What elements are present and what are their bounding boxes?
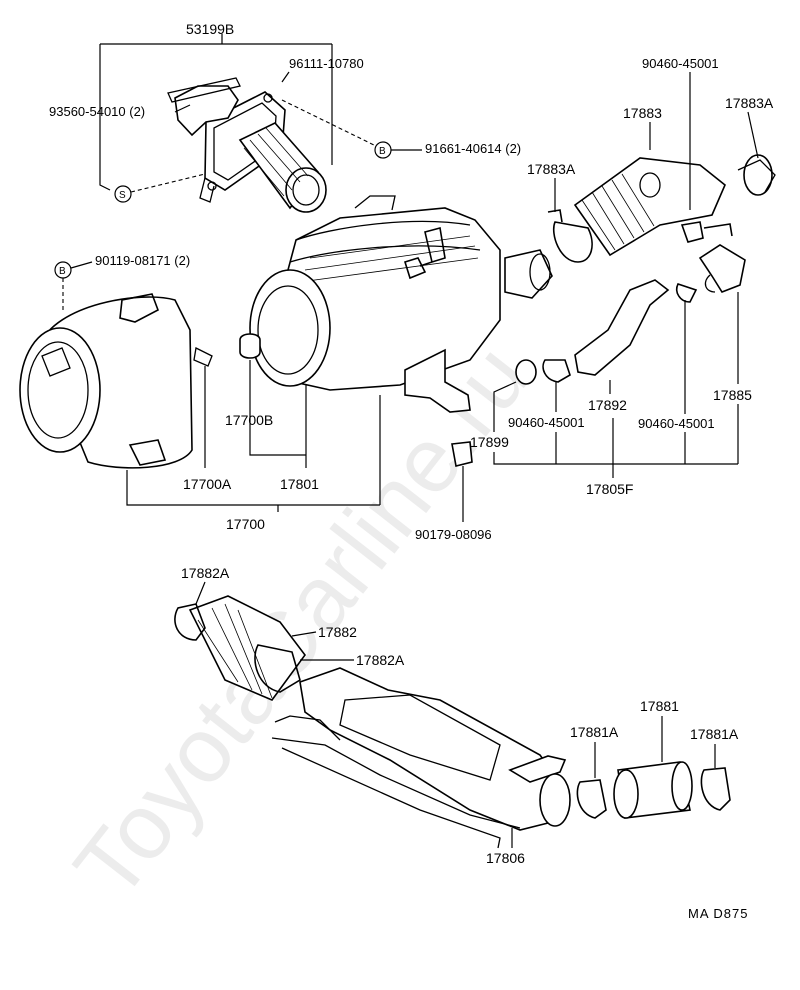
label-53199B: 53199B xyxy=(186,21,234,37)
resonator-assembly xyxy=(174,595,731,849)
label-90460-45001-right: 90460-45001 xyxy=(638,416,715,431)
clip-17700a xyxy=(193,347,213,367)
label-17883: 17883 xyxy=(623,105,662,121)
air-cleaner-cap xyxy=(19,293,193,469)
label-17700A: 17700A xyxy=(183,476,232,492)
label-17899: 17899 xyxy=(470,434,509,450)
label-17883A-left: 17883A xyxy=(527,161,576,177)
footer-code: MA D875 xyxy=(688,906,748,921)
label-90460-45001-mid: 90460-45001 xyxy=(508,415,585,430)
label-17806: 17806 xyxy=(486,850,525,866)
label-17881: 17881 xyxy=(640,698,679,714)
label-17882A-bottom: 17882A xyxy=(356,652,405,668)
intake-elbow-assembly xyxy=(167,77,327,213)
label-17885: 17885 xyxy=(713,387,752,403)
label-93560-54010: 93560-54010 (2) xyxy=(49,104,145,119)
marker-s-text: S xyxy=(119,190,126,201)
label-17801: 17801 xyxy=(280,476,319,492)
marker-b-2-text: B xyxy=(59,266,66,277)
marker-s xyxy=(114,185,132,203)
label-17881A-left: 17881A xyxy=(570,724,619,740)
label-17881A-right: 17881A xyxy=(690,726,739,742)
marker-b-1-text: B xyxy=(379,146,386,157)
label-96111-10780: 96111-10780 xyxy=(289,56,364,71)
grommet-90179 xyxy=(451,441,473,467)
breather-hose-assembly xyxy=(515,244,746,385)
label-91661-40614: 91661-40614 (2) xyxy=(425,141,521,156)
label-17700: 17700 xyxy=(226,516,265,532)
label-90119-08171: 90119-08171 (2) xyxy=(95,253,190,268)
label-17882A-top: 17882A xyxy=(181,565,230,581)
label-90179-08096: 90179-08096 xyxy=(415,527,492,542)
label-17700B: 17700B xyxy=(225,412,273,428)
air-cleaner-body xyxy=(249,195,553,413)
intake-hose-assembly xyxy=(547,154,776,263)
label-17892: 17892 xyxy=(588,397,627,413)
label-17805F: 17805F xyxy=(586,481,633,497)
label-17883A-right: 17883A xyxy=(725,95,774,111)
label-90460-45001-top: 90460-45001 xyxy=(642,56,719,71)
grommet-17700b xyxy=(239,333,261,359)
label-17882: 17882 xyxy=(318,624,357,640)
